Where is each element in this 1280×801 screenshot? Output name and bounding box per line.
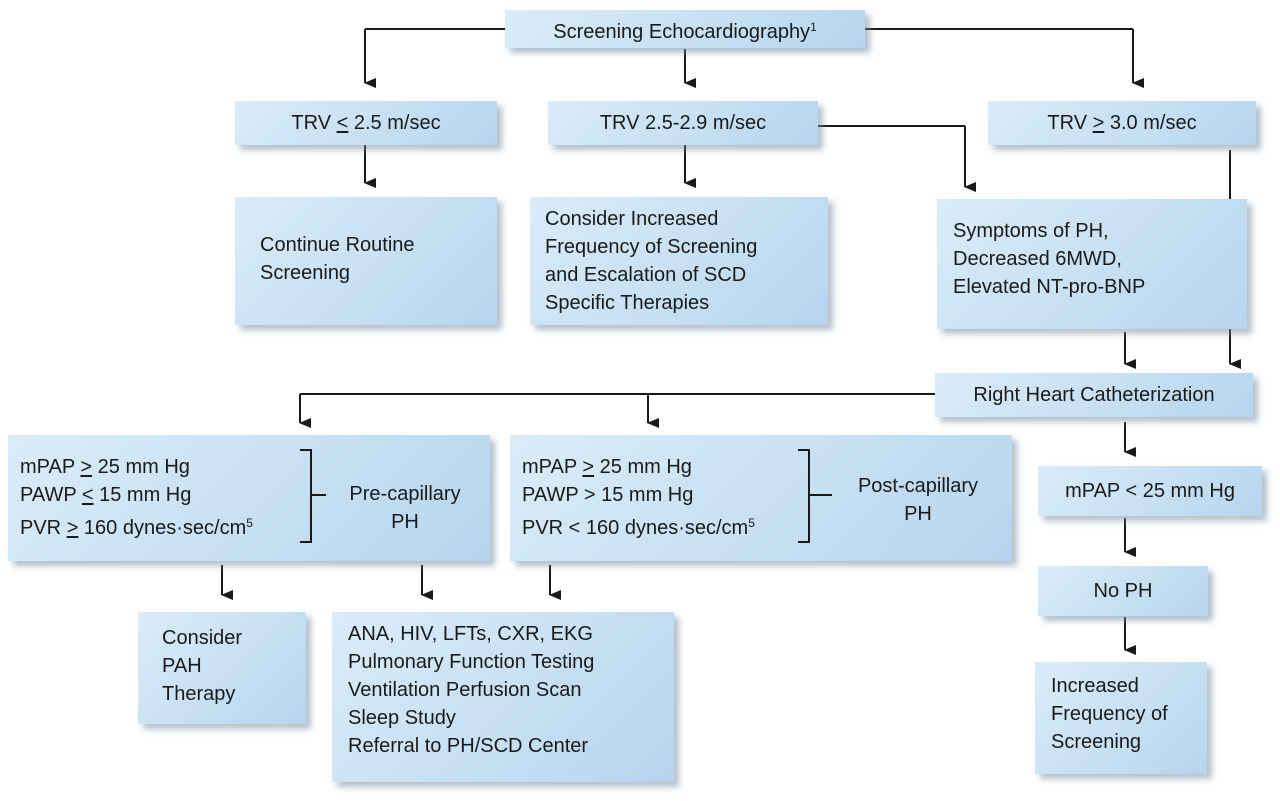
symptoms-box: Symptoms of PH, Decreased 6MWD, Elevated… — [937, 199, 1247, 329]
precap-l2-op: < — [81, 484, 94, 506]
pah-therapy-line-3: Therapy — [162, 683, 236, 705]
precap-label-line-2: PH — [391, 511, 419, 533]
workup-line-4: Sleep Study — [348, 707, 456, 729]
precap-l2-prefix: PAWP — [20, 484, 82, 506]
precap-line-2: PAWP < 15 mm Hg — [20, 481, 490, 509]
trv-mid-text: TRV 2.5-2.9 m/sec — [599, 112, 767, 134]
rhc-box: Right Heart Catheterization — [935, 373, 1253, 417]
precap-label-line-1: Pre-capillary — [349, 483, 461, 505]
precap-l3-op: > — [66, 517, 79, 539]
postcap-label-line-1: Post-capillary — [857, 475, 979, 497]
postcap-l1-prefix: mPAP — [522, 456, 583, 478]
pah-therapy-box: Consider PAH Therapy — [138, 612, 306, 724]
consider-increased-line-1: Consider Increased — [545, 208, 719, 230]
consider-increased-box: Consider Increased Frequency of Screenin… — [530, 197, 828, 325]
pah-therapy-line-1: Consider — [162, 627, 243, 649]
postcap-l3-text: PVR < 160 dynes·sec/cm — [522, 517, 749, 539]
trv-high-box: TRV > 3.0 m/sec — [988, 101, 1256, 145]
trv-high-prefix: TRV — [1047, 112, 1093, 134]
postcap-l1-op: > — [582, 456, 595, 478]
postcap-label: Post-capillary PH — [838, 472, 998, 528]
precap-box: mPAP > 25 mm Hg PAWP < 15 mm Hg PVR > 16… — [8, 435, 490, 561]
no-ph-text: No PH — [1093, 580, 1153, 602]
continue-routine-line-2: Screening — [260, 262, 351, 284]
trv-high-suffix: 3.0 m/sec — [1104, 112, 1197, 134]
postcap-bracket — [798, 449, 810, 543]
continue-routine-box: Continue Routine Screening — [235, 197, 497, 325]
precap-l1-op: > — [80, 456, 93, 478]
consider-increased-line-4: Specific Therapies — [545, 292, 710, 314]
trv-high-text: TRV > 3.0 m/sec — [1047, 109, 1196, 137]
precap-l3-suffix: 160 dynes·sec/cm — [78, 517, 247, 539]
postcap-line-3: PVR < 160 dynes·sec/cm5 — [522, 509, 1012, 542]
postcap-l3-sup: 5 — [748, 516, 755, 530]
postcap-line-1: mPAP > 25 mm Hg — [522, 453, 1012, 481]
workup-line-3: Ventilation Perfusion Scan — [348, 679, 582, 701]
trv-mid-box: TRV 2.5-2.9 m/sec — [548, 101, 818, 145]
postcap-l1-suffix: 25 mm Hg — [594, 456, 692, 478]
trv-low-prefix: TRV — [291, 112, 337, 134]
mpap-low-box: mPAP < 25 mm Hg — [1038, 466, 1262, 516]
precap-label: Pre-capillary PH — [330, 480, 480, 536]
trv-low-op: < — [336, 112, 349, 134]
postcap-line-2: PAWP > 15 mm Hg — [522, 484, 694, 506]
pah-therapy-line-2: PAH — [162, 655, 202, 677]
precap-l2-suffix: 15 mm Hg — [93, 484, 192, 506]
precap-bracket-arm — [312, 494, 326, 496]
mpap-low-text: mPAP < 25 mm Hg — [1065, 480, 1235, 502]
precap-line-1: mPAP > 25 mm Hg — [20, 453, 490, 481]
symptoms-line-2: Decreased 6MWD, — [953, 248, 1122, 270]
screening-echo-sup: 1 — [810, 19, 817, 34]
consider-increased-line-3: and Escalation of SCD — [545, 264, 747, 286]
increased-frequency-line-1: Increased — [1051, 675, 1139, 697]
rhc-text: Right Heart Catheterization — [973, 384, 1215, 406]
trv-low-text: TRV < 2.5 m/sec — [291, 109, 440, 137]
symptoms-line-3: Elevated NT-pro-BNP — [953, 276, 1146, 298]
trv-low-suffix: 2.5 m/sec — [348, 112, 441, 134]
trv-low-box: TRV < 2.5 m/sec — [235, 101, 497, 145]
increased-frequency-box: Increased Frequency of Screening — [1035, 662, 1207, 774]
workup-line-2: Pulmonary Function Testing — [348, 651, 595, 673]
symptoms-line-1: Symptoms of PH, — [953, 220, 1109, 242]
precap-line-3: PVR > 160 dynes·sec/cm5 — [20, 509, 490, 542]
consider-increased-line-2: Frequency of Screening — [545, 236, 758, 258]
postcap-label-line-2: PH — [904, 503, 932, 525]
precap-bracket — [300, 449, 312, 543]
precap-l1-suffix: 25 mm Hg — [92, 456, 190, 478]
no-ph-box: No PH — [1038, 566, 1208, 616]
workup-line-5: Referral to PH/SCD Center — [348, 735, 589, 757]
postcap-bracket-arm — [810, 494, 832, 496]
increased-frequency-line-2: Frequency of — [1051, 703, 1168, 725]
precap-l1-prefix: mPAP — [20, 456, 81, 478]
continue-routine-line-1: Continue Routine — [260, 234, 415, 256]
increased-frequency-line-3: Screening — [1051, 731, 1142, 753]
screening-echo-box: Screening Echocardiography1 — [505, 10, 865, 48]
screening-echo-text: Screening Echocardiography1 — [553, 13, 817, 46]
trv-high-op: > — [1092, 112, 1105, 134]
workup-line-1: ANA, HIV, LFTs, CXR, EKG — [348, 623, 593, 645]
workup-box: ANA, HIV, LFTs, CXR, EKG Pulmonary Funct… — [332, 612, 674, 782]
precap-l3-prefix: PVR — [20, 517, 67, 539]
screening-echo-label: Screening Echocardiography — [553, 20, 811, 43]
precap-l3-sup: 5 — [246, 516, 253, 530]
postcap-box: mPAP > 25 mm Hg PAWP > 15 mm Hg PVR < 16… — [510, 435, 1012, 561]
